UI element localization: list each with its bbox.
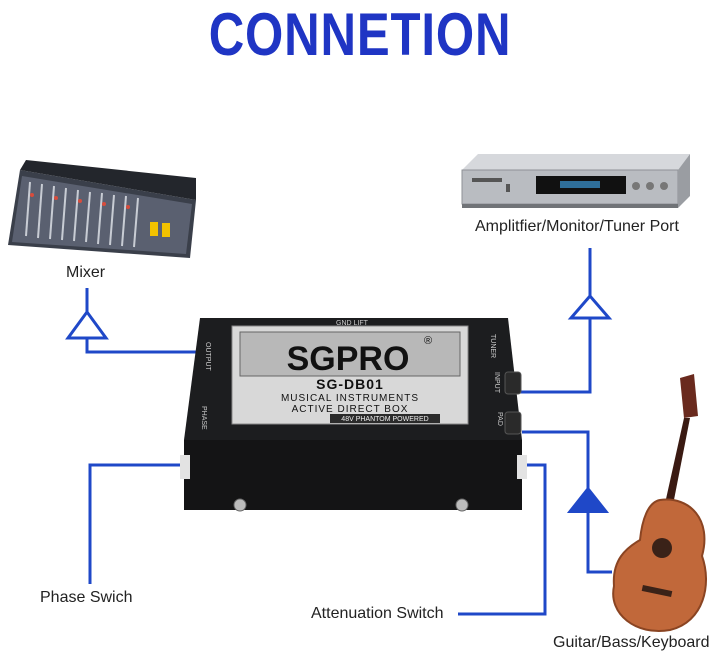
device-registered: ®	[424, 335, 432, 347]
guitar-label: Guitar/Bass/Keyboard	[553, 634, 710, 651]
device-phantom: 48V PHANTOM POWERED	[341, 416, 428, 423]
device-input: INPUT	[493, 372, 500, 394]
mixer-label: Mixer	[66, 264, 106, 281]
line-amplifier	[520, 248, 592, 394]
guitar-image	[612, 374, 708, 632]
line-phase	[88, 463, 180, 584]
direct-box-image	[180, 318, 527, 512]
attenuation-switch-label: Attenuation Switch	[311, 605, 444, 622]
arrow-guitar-icon	[566, 486, 610, 513]
device-phase: PHASE	[200, 406, 207, 430]
device-tuner: TUNER	[489, 334, 496, 358]
device-pad: PAD	[496, 412, 503, 426]
line-attenuation	[458, 463, 547, 616]
device-gnd-lift: GND LIFT	[336, 320, 369, 327]
amplifier-image	[461, 154, 690, 208]
device-line1: MUSICAL INSTRUMENTS	[281, 393, 419, 404]
page-title: CONNETION	[208, 1, 512, 68]
device-output: OUTPUT	[204, 342, 211, 372]
device-line2: ACTIVE DIRECT BOX	[292, 404, 409, 415]
amplifier-label: Amplitfier/Monitor/Tuner Port	[475, 218, 679, 235]
mixer-image	[8, 160, 196, 258]
device-model: SG-DB01	[316, 376, 384, 392]
device-brand: SGPRO	[287, 340, 410, 378]
phase-switch-label: Phase Swich	[40, 589, 133, 606]
line-mixer	[85, 288, 197, 354]
arrow-amplifier-icon	[567, 293, 613, 320]
arrow-mixer-icon	[65, 309, 109, 340]
